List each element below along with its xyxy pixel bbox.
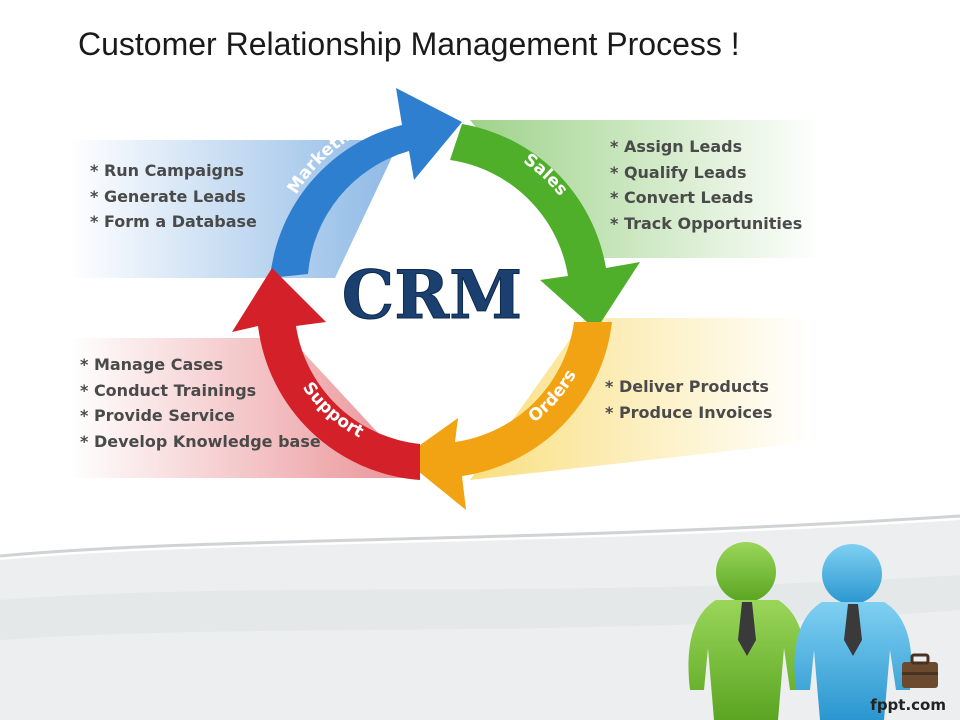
list-item: Run Campaigns xyxy=(90,158,257,184)
slide-title: Customer Relationship Management Process… xyxy=(78,26,740,62)
support-arrow xyxy=(232,268,420,480)
person-green-icon xyxy=(688,542,806,720)
list-item: Form a Database xyxy=(90,209,257,235)
list-item: Conduct Trainings xyxy=(80,378,321,404)
orders-arrow xyxy=(402,322,612,510)
fppt-logo: fppt.com xyxy=(870,696,946,714)
list-item: Qualify Leads xyxy=(610,160,802,186)
briefcase-icon xyxy=(902,653,938,688)
list-item: Develop Knowledge base xyxy=(80,429,321,455)
list-item: Track Opportunities xyxy=(610,211,802,237)
marketing-items: Run Campaigns Generate Leads Form a Data… xyxy=(90,158,257,235)
crm-center-label: CRM xyxy=(342,256,522,334)
support-items: Manage Cases Conduct Trainings Provide S… xyxy=(80,352,321,454)
footer-swoosh-light xyxy=(0,575,960,640)
list-item: Deliver Products xyxy=(605,374,772,400)
sales-arrow xyxy=(450,124,640,330)
list-item: Generate Leads xyxy=(90,184,257,210)
sales-items: Assign Leads Qualify Leads Convert Leads… xyxy=(610,134,802,236)
list-item: Assign Leads xyxy=(610,134,802,160)
orders-items: Deliver Products Produce Invoices xyxy=(605,374,772,425)
list-item: Provide Service xyxy=(80,403,321,429)
marketing-arrow xyxy=(270,88,462,278)
list-item: Manage Cases xyxy=(80,352,321,378)
footer-swoosh-edge xyxy=(0,514,960,558)
list-item: Convert Leads xyxy=(610,185,802,211)
list-item: Produce Invoices xyxy=(605,400,772,426)
person-blue-icon xyxy=(794,544,912,720)
